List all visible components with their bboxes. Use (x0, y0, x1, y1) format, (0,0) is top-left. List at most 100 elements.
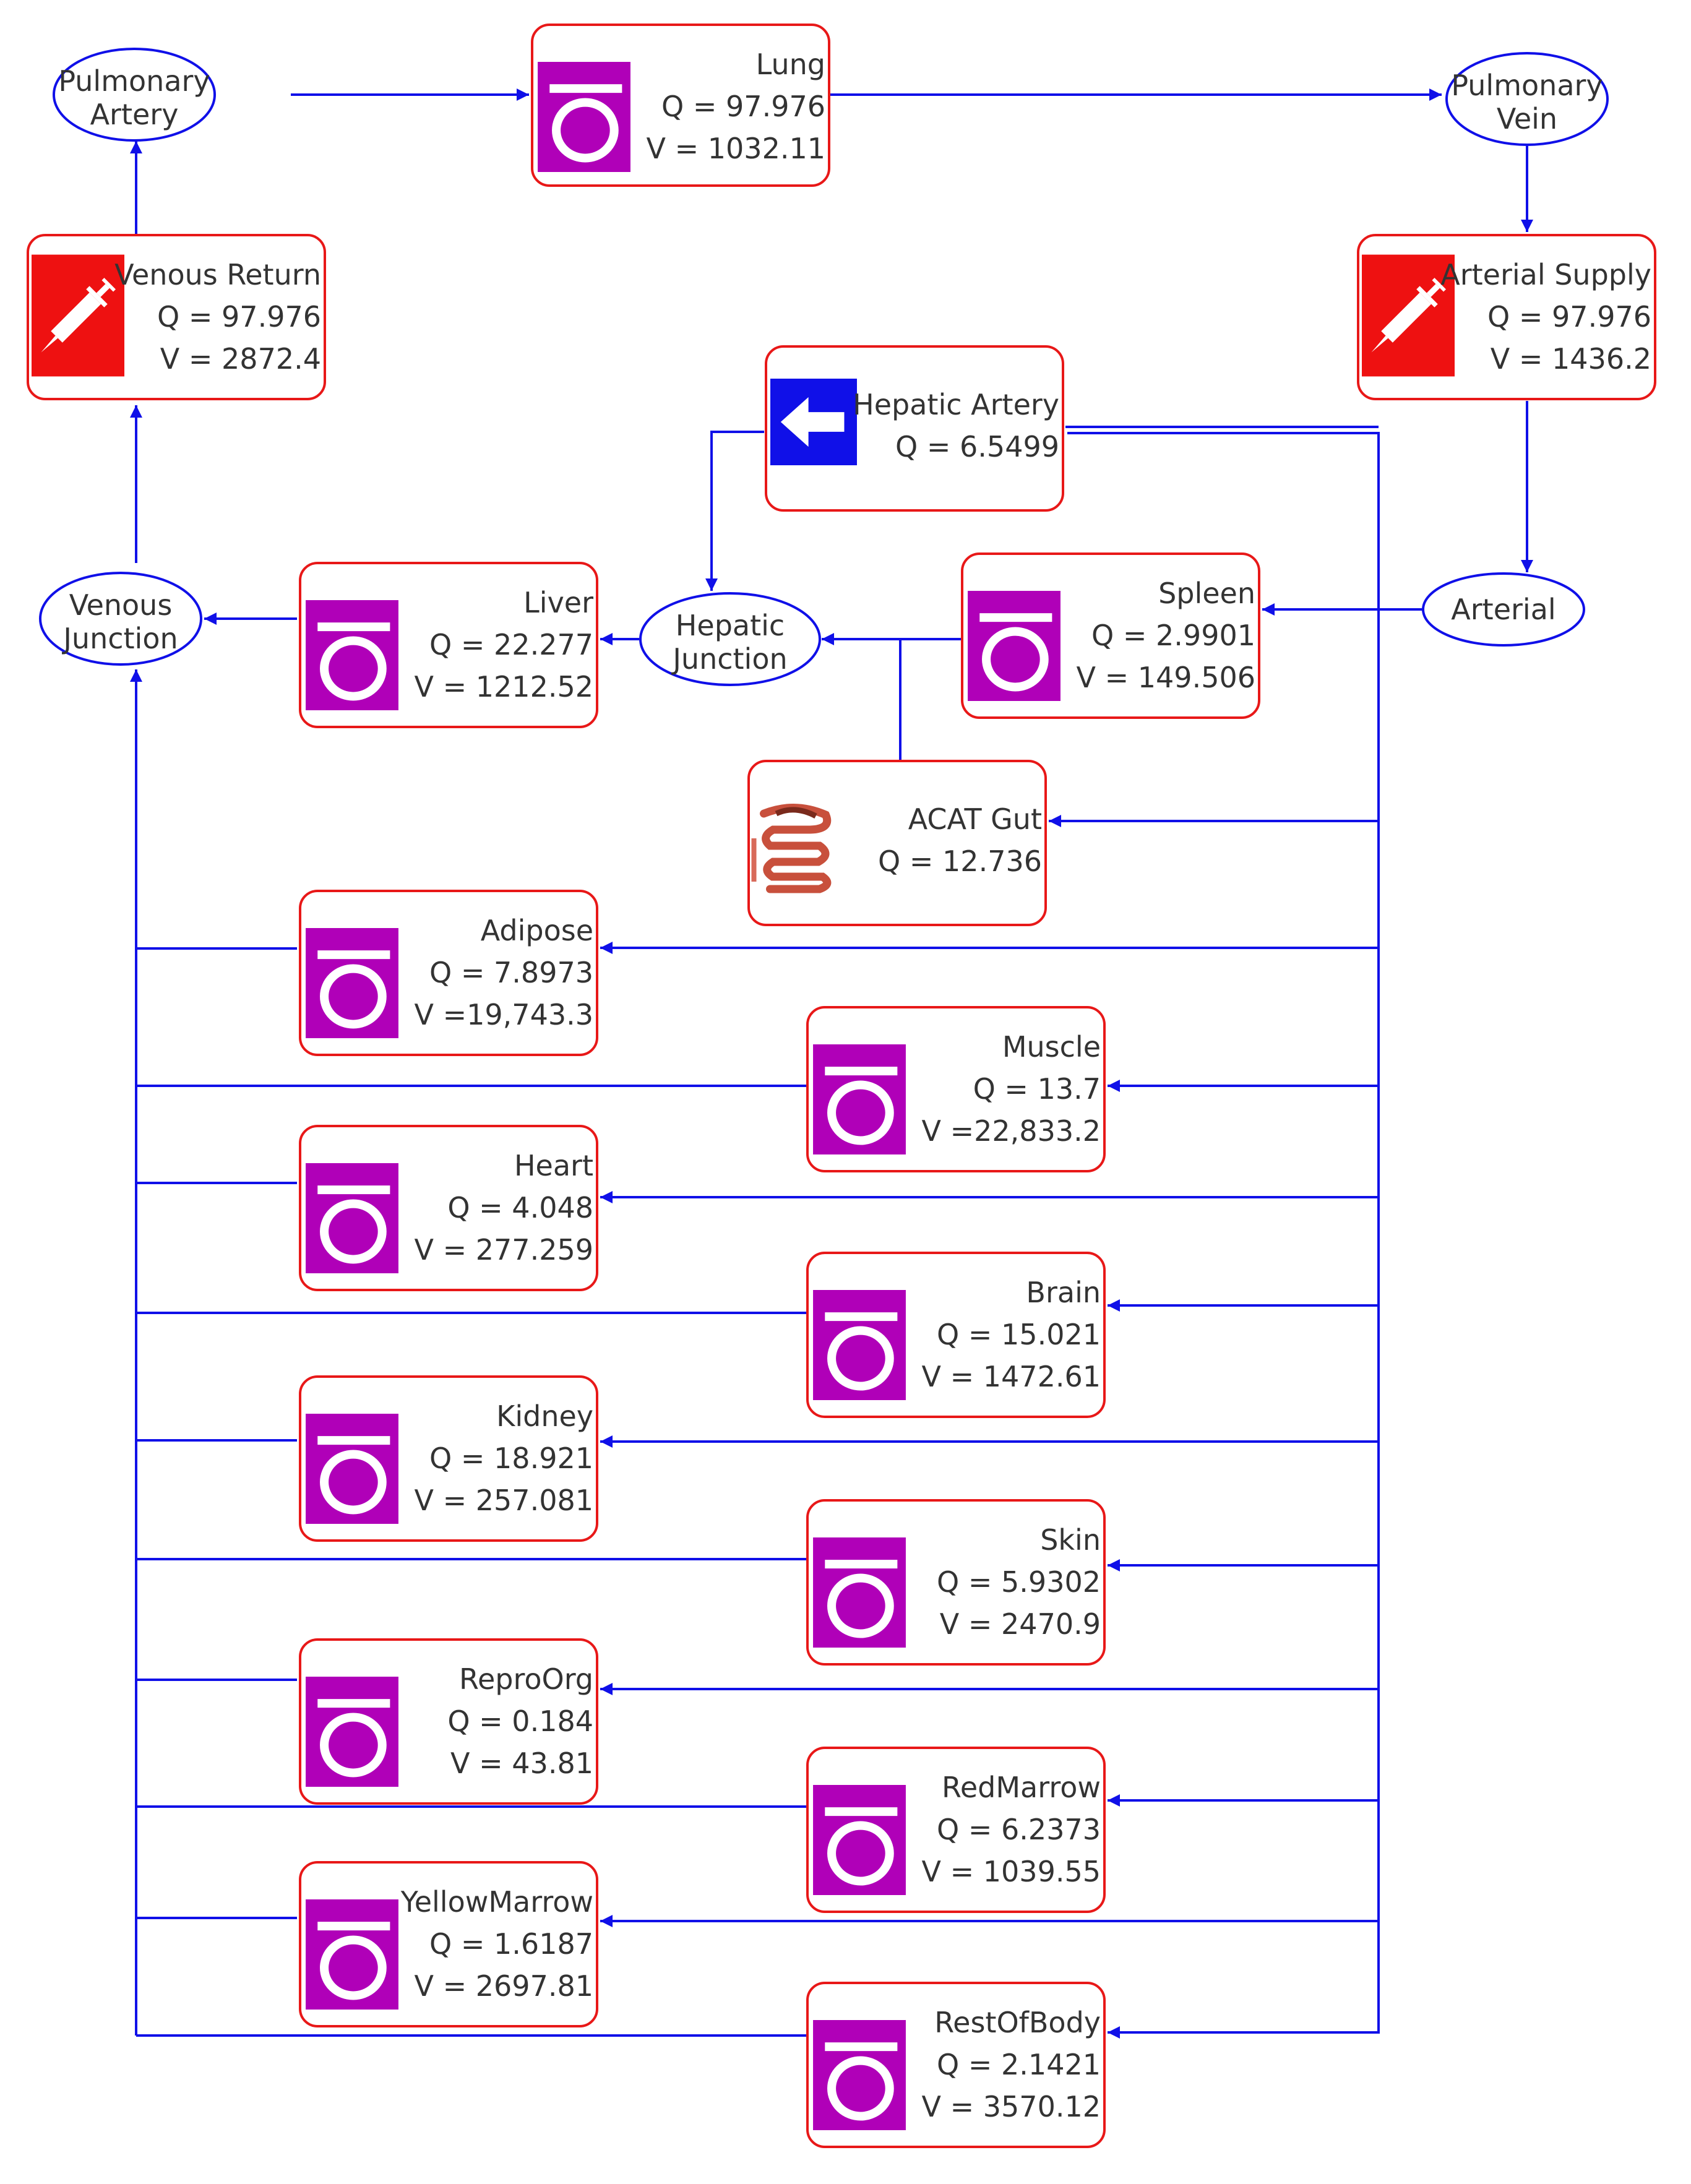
venous-return-node[interactable]: Venous Return Q = 97.976 V = 2872.4 (27, 234, 326, 400)
yellow-marrow-node[interactable]: YellowMarrow Q = 1.6187 V = 2697.81 (299, 1861, 598, 2027)
node-flow-q: Q = 18.921 (429, 1442, 593, 1475)
flow-connector (705, 431, 764, 591)
node-volume-v: V = 1212.52 (415, 670, 593, 703)
node-volume-v: V =22,833.2 (922, 1114, 1101, 1148)
junction-ellipse (1445, 52, 1609, 146)
node-name: RedMarrow (942, 1771, 1101, 1804)
spleen-node[interactable]: Spleen Q = 2.9901 V = 149.506 (961, 552, 1260, 719)
node-name: Liver (523, 586, 593, 619)
tissue-icon (813, 1044, 906, 1154)
junction-label-line2: Junction (61, 622, 178, 655)
junction-ellipse (39, 572, 202, 666)
junction-label-line1: Pulmonary (1451, 69, 1603, 102)
junction-label-line2: Vein (1497, 102, 1557, 135)
node-flow-q: Q = 2.9901 (1091, 619, 1255, 652)
junction-label-line1: Venous (69, 588, 173, 622)
junction-label-line1: Pulmonary (58, 64, 210, 98)
junction-label-line2: Artery (90, 98, 179, 131)
node-flow-q: Q = 5.9302 (937, 1565, 1101, 1599)
junction-ellipse (53, 48, 216, 142)
adipose-node[interactable]: Adipose Q = 7.8973 V =19,743.3 (299, 890, 598, 1056)
tissue-icon (813, 1785, 906, 1895)
liver-node[interactable]: Liver Q = 22.277 V = 1212.52 (299, 562, 598, 728)
node-name: Skin (1040, 1523, 1101, 1557)
syringe-icon (32, 254, 124, 377)
node-flow-q: Q = 1.6187 (429, 1927, 593, 1961)
node-name: Arterial Supply (1440, 258, 1651, 291)
heart-node[interactable]: Heart Q = 4.048 V = 277.259 (299, 1125, 598, 1291)
node-volume-v: V = 149.506 (1077, 661, 1255, 694)
node-flow-q: Q = 6.2373 (937, 1813, 1101, 1846)
left-arrow-icon (770, 379, 857, 465)
node-name: Adipose (481, 914, 593, 947)
arterial-supply-node[interactable]: Arterial Supply Q = 97.976 V = 1436.2 (1357, 234, 1656, 400)
node-name: Spleen (1158, 577, 1255, 610)
node-name: Brain (1026, 1276, 1101, 1309)
node-flow-q: Q = 97.976 (157, 300, 321, 333)
tissue-icon (306, 928, 398, 1038)
node-volume-v: V = 2872.4 (160, 342, 321, 376)
node-name: Hepatic Artery (853, 388, 1059, 421)
node-flow-q: Q = 97.976 (1487, 300, 1651, 333)
junction-label-line2: Junction (671, 642, 787, 676)
node-name: YellowMarrow (400, 1885, 593, 1919)
node-volume-v: V = 3570.12 (922, 2090, 1101, 2123)
tissue-icon (306, 600, 398, 710)
tissue-icon (306, 1414, 398, 1524)
node-name: Kidney (496, 1399, 593, 1433)
junction-ellipse (1422, 572, 1585, 647)
connector-lines (130, 88, 1533, 2039)
arterial-junction[interactable]: Arterial (1422, 572, 1585, 647)
node-volume-v: V = 257.081 (415, 1484, 593, 1517)
node-flow-q: Q = 7.8973 (429, 956, 593, 989)
node-name: Muscle (1002, 1030, 1101, 1064)
tissue-icon (813, 1290, 906, 1400)
brain-node[interactable]: Brain Q = 15.021 V = 1472.61 (806, 1252, 1106, 1418)
tissue-icon (813, 2020, 906, 2130)
node-name: Heart (514, 1149, 593, 1182)
node-name: Lung (756, 48, 825, 81)
nodes: PulmonaryArteryPulmonaryVeinVenousJuncti… (27, 24, 1656, 2148)
tissue-icon (968, 591, 1061, 701)
node-flow-q: Q = 2.1421 (937, 2048, 1101, 2081)
node-volume-v: V = 1436.2 (1491, 342, 1651, 376)
node-flow-q: Q = 0.184 (447, 1705, 593, 1738)
node-volume-v: V = 2697.81 (415, 1969, 593, 2003)
junction-label: Arterial (1451, 593, 1555, 626)
tissue-icon (813, 1537, 906, 1648)
node-flow-q: Q = 22.277 (429, 628, 593, 661)
tissue-icon (538, 62, 630, 172)
node-flow-q: Q = 15.021 (937, 1318, 1101, 1351)
skin-node[interactable]: Skin Q = 5.9302 V = 2470.9 (806, 1499, 1106, 1666)
node-volume-v: V = 1472.61 (922, 1360, 1101, 1393)
node-flow-q: Q = 4.048 (447, 1191, 593, 1224)
tissue-icon (306, 1899, 398, 2010)
node-name: ReproOrg (459, 1662, 593, 1696)
kidney-node[interactable]: Kidney Q = 18.921 V = 257.081 (299, 1375, 598, 1542)
node-name: RestOfBody (934, 2006, 1101, 2039)
node-name: Venous Return (114, 258, 321, 291)
node-flow-q: Q = 97.976 (661, 90, 825, 123)
red-marrow-node[interactable]: RedMarrow Q = 6.2373 V = 1039.55 (806, 1747, 1106, 1913)
node-volume-v: V = 1039.55 (922, 1855, 1101, 1888)
node-flow-q: Q = 12.736 (878, 845, 1042, 878)
node-volume-v: V = 277.259 (415, 1233, 593, 1266)
tissue-icon (306, 1677, 398, 1787)
junction-label-line1: Hepatic (676, 609, 785, 642)
junction-ellipse (639, 592, 821, 686)
rest-of-body-node[interactable]: RestOfBody Q = 2.1421 V = 3570.12 (806, 1982, 1106, 2148)
tissue-icon (306, 1163, 398, 1273)
node-volume-v: V = 2470.9 (940, 1607, 1101, 1641)
node-volume-v: V =19,743.3 (415, 998, 593, 1031)
